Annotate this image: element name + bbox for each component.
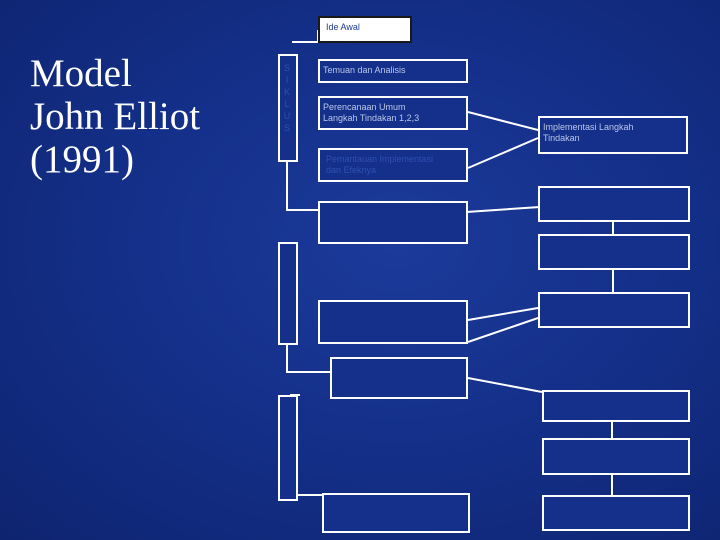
siklus-1-bracket [278, 54, 298, 162]
pemantauan-label-2: dan Efeknya [326, 165, 377, 175]
siklus-letter: I [285, 75, 289, 85]
perencanaan-label-1: Perencanaan Umum [323, 102, 406, 112]
connector [467, 307, 539, 321]
pemantauan-box: Pemantauan Implementasi dan Efeknya [318, 148, 468, 182]
siklus-letter: S [283, 123, 290, 133]
connector [467, 137, 539, 169]
ide-awal-box: Ide Awal [318, 16, 412, 43]
title-line-year: (1991) [30, 138, 134, 181]
cycle-3-box-right-1 [542, 390, 690, 422]
siklus-letter: K [283, 87, 290, 97]
implementasi-label-1: Implementasi Langkah [543, 122, 634, 132]
siklus-2-bracket [278, 242, 298, 345]
cycle-2-box-right-3 [538, 292, 690, 328]
connector [286, 343, 330, 373]
siklus-letter: S [283, 63, 290, 73]
ide-awal-label: Ide Awal [326, 22, 360, 32]
title-line-model: Model [30, 52, 132, 95]
siklus-3-bracket [278, 395, 298, 501]
cycle-3-box-right-3 [542, 495, 690, 531]
cycle-3-box-left-2 [322, 493, 470, 533]
cycle-2-box-left-2 [318, 300, 468, 344]
title-line-john-elliot: John Elliot [30, 95, 201, 138]
slide-title: Model John Elliot (1991) [30, 52, 270, 181]
cycle-2-box-left-1 [318, 201, 468, 244]
connector [467, 377, 543, 393]
pemantauan-label-1: Pemantauan Implementasi [326, 154, 434, 164]
implementasi-label-2: Tindakan [543, 133, 580, 143]
connector [286, 160, 318, 211]
cycle-2-box-right-2 [538, 234, 690, 270]
connector [467, 111, 539, 131]
implementasi-box: Implementasi Langkah Tindakan [538, 116, 688, 154]
temuan-box: Temuan dan Analisis [318, 59, 468, 83]
cycle-2-box-right-1 [538, 186, 690, 222]
temuan-label: Temuan dan Analisis [323, 65, 406, 75]
perencanaan-label-2: Langkah Tindakan 1,2,3 [323, 113, 420, 123]
siklus-letter: U [283, 111, 291, 121]
cycle-3-box-left-1 [330, 357, 468, 399]
cycle-3-box-right-2 [542, 438, 690, 475]
siklus-letter: L [284, 99, 290, 109]
perencanaan-box: Perencanaan Umum Langkah Tindakan 1,2,3 [318, 96, 468, 130]
connector [467, 317, 539, 343]
